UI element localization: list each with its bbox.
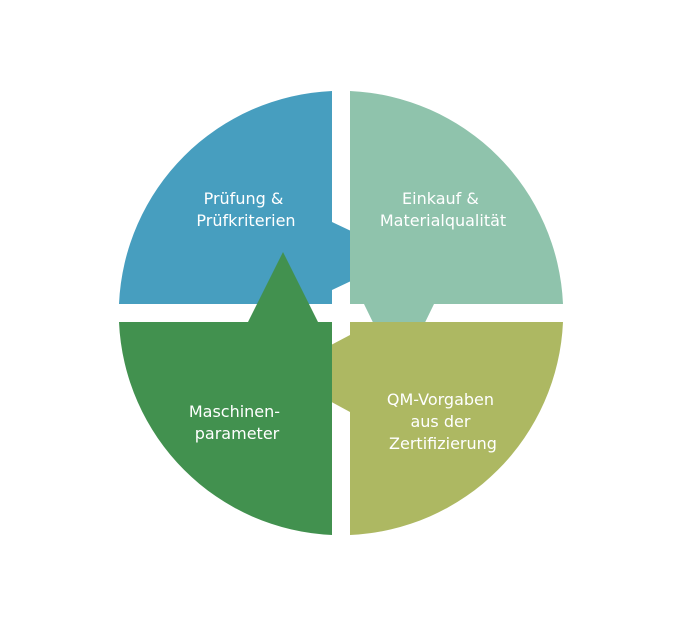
label-maschinen-line-2: parameter xyxy=(195,424,280,443)
label-einkauf-line-1: Einkauf & xyxy=(402,189,479,208)
label-qm-line-2: aus der xyxy=(410,412,470,431)
segment-maschinen xyxy=(119,252,332,535)
segment-pruefung xyxy=(119,91,404,304)
label-einkauf: Einkauf & Materialqualität xyxy=(380,189,506,230)
label-maschinen: Maschinen- parameter xyxy=(189,402,285,443)
label-qm-line-3: Zertifizierung xyxy=(389,434,497,453)
label-einkauf-line-2: Materialqualität xyxy=(380,211,506,230)
label-qm: QM-Vorgaben aus der Zertifizierung xyxy=(387,390,499,453)
label-pruefung-line-2: Prüfkriterien xyxy=(196,211,295,230)
label-maschinen-line-1: Maschinen- xyxy=(189,402,280,421)
label-qm-line-1: QM-Vorgaben xyxy=(387,390,494,409)
label-pruefung: Prüfung & Prüfkriterien xyxy=(196,189,295,230)
segment-qm xyxy=(278,322,563,535)
label-pruefung-line-1: Prüfung & xyxy=(204,189,284,208)
segment-einkauf xyxy=(350,91,563,376)
